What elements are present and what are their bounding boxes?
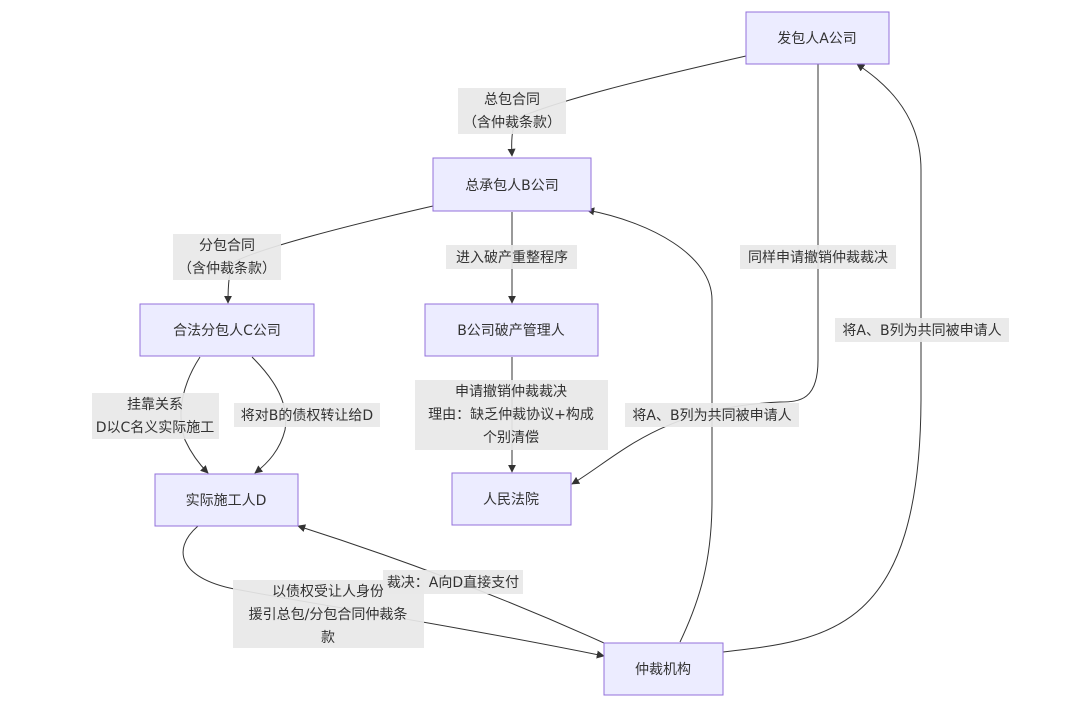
label-invoke: 以债权受让人身份 援引总包/分包合同仲裁条 款 bbox=[233, 580, 424, 648]
node-contractor-d: 实际施工人D bbox=[154, 473, 299, 527]
node-arbitration-body-label: 仲裁机构 bbox=[635, 662, 691, 678]
svg-text:进入破产重整程序: 进入破产重整程序 bbox=[456, 250, 568, 266]
label-sub-contract: 分包合同 （含仲裁条款） bbox=[173, 234, 281, 280]
svg-text:理由：缺乏仲裁协议+构成: 理由：缺乏仲裁协议+构成 bbox=[428, 407, 594, 423]
svg-text:挂靠关系: 挂靠关系 bbox=[127, 397, 183, 413]
edge-labels: 总包合同 （含仲裁条款） 进入破产重整程序 同样申请撤销仲裁裁决 将A、B列为共… bbox=[92, 88, 1009, 648]
node-bankruptcy-admin-label: B公司破产管理人 bbox=[457, 323, 565, 339]
label-parties-a: 将A、B列为共同被申请人 bbox=[835, 318, 1009, 342]
label-bankruptcy: 进入破产重整程序 bbox=[446, 245, 577, 269]
svg-text:裁决：A向D直接支付: 裁决：A向D直接支付 bbox=[387, 574, 519, 591]
svg-text:将A、B列为共同被申请人: 将A、B列为共同被申请人 bbox=[842, 323, 1001, 339]
edge-affiliation bbox=[180, 356, 209, 474]
svg-text:以债权受让人身份: 以债权受让人身份 bbox=[272, 584, 384, 600]
node-contractor-d-label: 实际施工人D bbox=[186, 493, 267, 509]
node-company-c-label: 合法分包人C公司 bbox=[173, 323, 281, 339]
edge-parties-a bbox=[722, 63, 922, 653]
edge-parties-b bbox=[586, 207, 713, 643]
label-affiliation: 挂靠关系 D以C名义实际施工 bbox=[92, 393, 219, 439]
svg-text:将A、B列为共同被申请人: 将A、B列为共同被申请人 bbox=[632, 408, 791, 424]
node-company-a: 发包人A公司 bbox=[745, 11, 890, 65]
label-admin-apply: 申请撤销仲裁裁决 理由：缺乏仲裁协议+构成 个别清偿 bbox=[415, 380, 608, 450]
svg-text:申请撤销仲裁裁决: 申请撤销仲裁裁决 bbox=[455, 384, 567, 400]
svg-text:款: 款 bbox=[321, 630, 335, 646]
node-arbitration-body: 仲裁机构 bbox=[603, 642, 724, 696]
svg-text:分包合同: 分包合同 bbox=[199, 238, 255, 254]
svg-text:（含仲裁条款）: （含仲裁条款） bbox=[178, 260, 276, 277]
svg-text:总包合同: 总包合同 bbox=[484, 92, 540, 108]
node-company-b-label: 总承包人B公司 bbox=[465, 178, 559, 194]
node-company-c: 合法分包人C公司 bbox=[139, 303, 315, 357]
node-peoples-court: 人民法院 bbox=[451, 472, 572, 526]
node-bankruptcy-admin: B公司破产管理人 bbox=[424, 303, 599, 357]
node-peoples-court-label: 人民法院 bbox=[483, 492, 539, 508]
nodes: 发包人A公司 总承包人B公司 合法分包人C公司 B公司破产管理人 实际施工人D … bbox=[139, 11, 890, 696]
edge-assign bbox=[251, 356, 287, 474]
label-parties-b: 将A、B列为共同被申请人 bbox=[625, 403, 799, 427]
svg-text:同样申请撤销仲裁裁决: 同样申请撤销仲裁裁决 bbox=[748, 250, 888, 266]
svg-text:个别清偿: 个别清偿 bbox=[483, 430, 539, 446]
svg-text:D以C名义实际施工: D以C名义实际施工 bbox=[96, 420, 215, 436]
svg-text:援引总包/分包合同仲裁条: 援引总包/分包合同仲裁条 bbox=[249, 606, 408, 623]
svg-text:（含仲裁条款）: （含仲裁条款） bbox=[463, 114, 561, 131]
label-award: 裁决：A向D直接支付 bbox=[383, 570, 523, 594]
node-company-b: 总承包人B公司 bbox=[432, 157, 592, 212]
label-main-contract: 总包合同 （含仲裁条款） bbox=[458, 88, 566, 134]
svg-text:将对B的债权转让给D: 将对B的债权转让给D bbox=[241, 408, 373, 424]
label-revoke-a: 同样申请撤销仲裁裁决 bbox=[740, 245, 896, 269]
label-assign: 将对B的债权转让给D bbox=[234, 403, 380, 427]
node-company-a-label: 发包人A公司 bbox=[777, 31, 857, 47]
